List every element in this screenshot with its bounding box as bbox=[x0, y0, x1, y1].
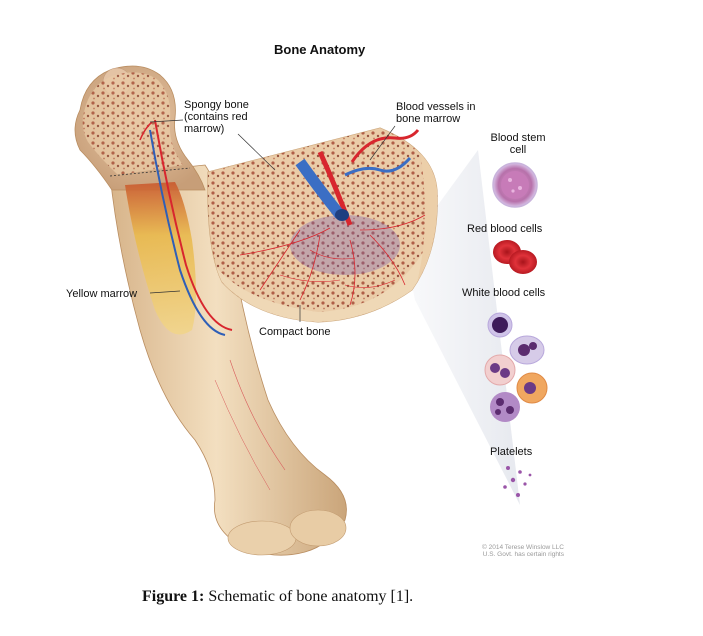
figure-caption: Figure 1: Schematic of bone anatomy [1]. bbox=[142, 588, 413, 606]
label-spongy-bone: Spongy bone (contains red marrow) bbox=[184, 99, 249, 135]
label-yellow-marrow: Yellow marrow bbox=[66, 288, 138, 300]
label-blood-stem-cell: Blood stem cell bbox=[490, 132, 546, 156]
label-red-blood-cells: Red blood cells bbox=[467, 223, 543, 235]
caption-label: Figure 1: bbox=[142, 588, 205, 605]
diagram-title: Bone Anatomy bbox=[274, 42, 366, 57]
platelets-graphic bbox=[503, 466, 532, 497]
label-blood-vessels: Blood vessels in bone marrow bbox=[396, 101, 476, 125]
blood-stem-cell-graphic bbox=[492, 162, 538, 208]
red-blood-cells-graphic bbox=[493, 240, 537, 274]
copyright-credit: © 2014 Terese Winslow LLC U.S. Govt. has… bbox=[482, 544, 564, 558]
bone-cross-section bbox=[207, 127, 438, 323]
figure-panel bbox=[60, 28, 580, 573]
white-blood-cells-graphic bbox=[484, 312, 548, 422]
caption-text: Schematic of bone anatomy [1]. bbox=[208, 588, 414, 605]
label-white-blood-cells: White blood cells bbox=[462, 287, 546, 299]
leader-lines bbox=[149, 119, 396, 322]
label-platelets: Platelets bbox=[490, 446, 533, 458]
femur-bone bbox=[74, 65, 347, 556]
label-compact-bone: Compact bone bbox=[259, 326, 331, 338]
